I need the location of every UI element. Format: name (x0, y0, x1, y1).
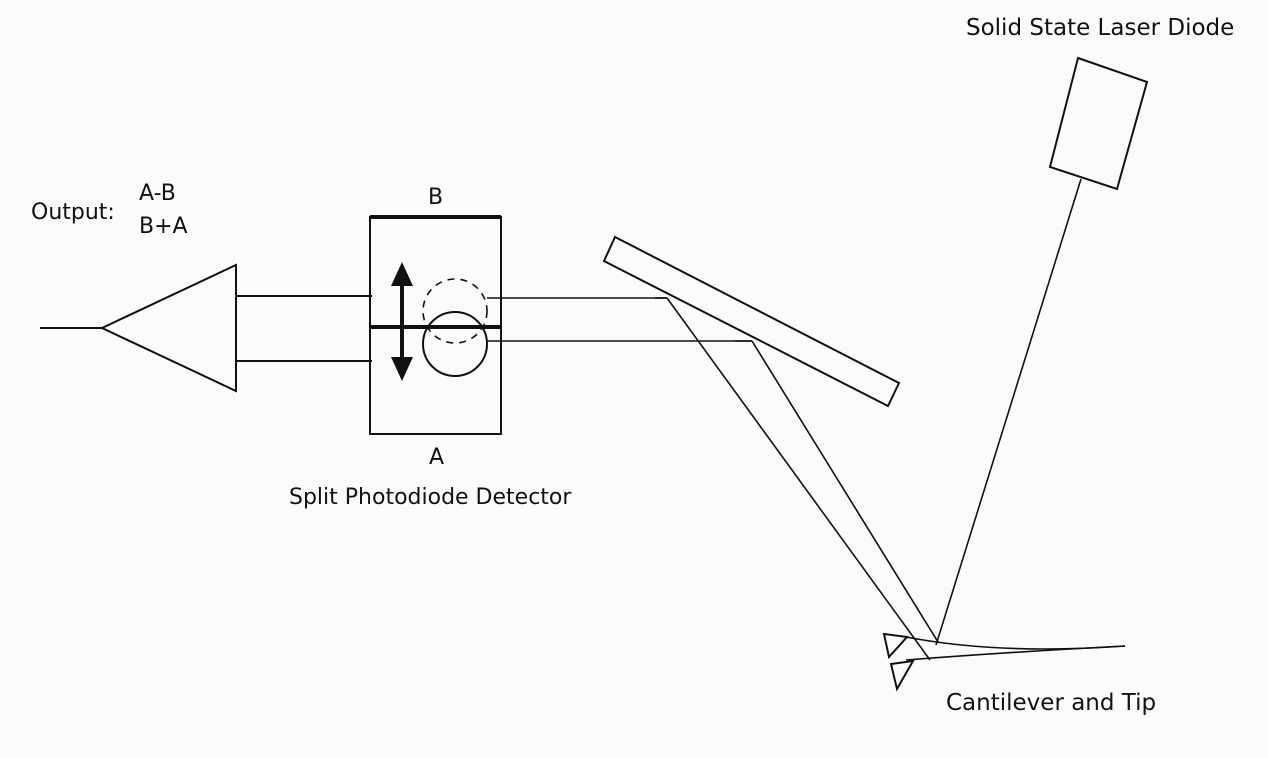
split-photodiode-detector (236, 215, 502, 435)
laser-diode-body (1048, 56, 1149, 191)
output-denominator: B+A (139, 214, 188, 239)
tip-lower (889, 659, 915, 692)
output-numerator: A-B (139, 181, 176, 206)
cantilever-rest (905, 645, 1126, 661)
laser-diode-label: Solid State Laser Diode (966, 15, 1234, 41)
solid-state-laser-diode (935, 56, 1149, 646)
reflected-beams (487, 297, 939, 661)
output-label: Output: (31, 200, 115, 225)
amplifier-triangle (99, 263, 237, 393)
tip-upper (882, 632, 910, 660)
segment-a-label: A (429, 445, 444, 470)
laser-spot-deflected (422, 278, 488, 344)
cantilever-label: Cantilever and Tip (946, 690, 1156, 716)
cantilever-and-tip (882, 632, 1126, 692)
segment-b-label: B (428, 185, 443, 210)
mirror (602, 235, 901, 408)
detector-label: Split Photodiode Detector (289, 485, 572, 510)
beam-lower-diagonal (751, 340, 939, 643)
laser-spot (422, 311, 488, 377)
double-arrow-icon (391, 262, 413, 381)
incident-laser-beam (935, 178, 1082, 646)
beam-upper-diagonal (666, 297, 931, 661)
amplifier (40, 263, 370, 393)
